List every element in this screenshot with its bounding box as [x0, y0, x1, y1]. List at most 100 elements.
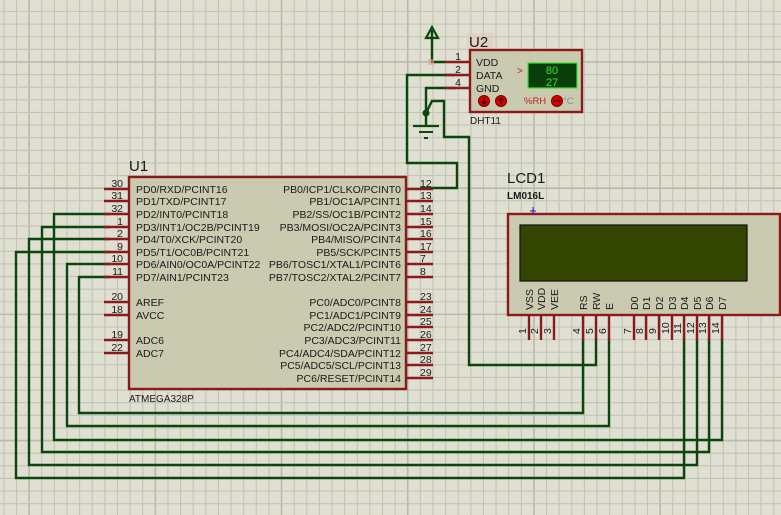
wire-pd4-d5[interactable]: [27, 237, 699, 467]
lcd-pin-9[interactable]: 9D2: [647, 296, 666, 340]
wire-vdd-power[interactable]: [430, 30, 445, 64]
pin-label: D6: [704, 296, 716, 310]
temperature-unit: °C: [563, 96, 574, 107]
pin-label: PB4/MISO/PCINT4: [311, 234, 401, 246]
lcd1-pins: 1VSS2VDD3VEE4RS5RW6E7D08D19D210D311D412D…: [517, 287, 729, 340]
dht-display: [527, 62, 578, 89]
pin-number: 11: [112, 266, 123, 278]
pin-number: 32: [111, 203, 123, 215]
wire-pd2-d7[interactable]: [52, 212, 724, 442]
wire-gnd-rw[interactable]: [424, 99, 598, 367]
pin-number: 3: [542, 328, 554, 334]
wires: [14, 30, 724, 480]
wire-pd3-d6[interactable]: [40, 225, 711, 454]
pin-number: 12: [685, 322, 697, 334]
wire-pd7-rs[interactable]: [77, 275, 585, 415]
pin-number: 2: [529, 328, 541, 334]
lcd1-part-name: LM016L: [507, 191, 544, 202]
increase-button[interactable]: [495, 95, 507, 107]
pin-number: 13: [420, 190, 432, 202]
pin-label: PC4/ADC4/SDA/PCINT12: [279, 348, 401, 360]
lcd-pin-6[interactable]: 6E: [597, 303, 616, 340]
decrease-button[interactable]: [478, 95, 490, 107]
pin-number: 7: [420, 253, 426, 265]
pin-label: PC0/ADC0/PCINT8: [309, 297, 401, 309]
lcd1-reference: LCD1: [507, 170, 545, 187]
lcd-pin-7[interactable]: 7D0: [622, 296, 641, 340]
pin-label: PD4/T0/XCK/PCINT20: [136, 234, 242, 246]
pin-number: 24: [420, 304, 432, 316]
pin-number: 10: [111, 253, 123, 265]
down-arrow-icon: [481, 97, 487, 105]
power-terminal-icon[interactable]: [424, 24, 440, 40]
lcd-pin-4[interactable]: 4RS: [571, 295, 590, 340]
lcd-pin-3[interactable]: 3 VEE: [542, 289, 561, 340]
toggle-unit-button[interactable]: [551, 95, 563, 107]
pin-number: 14: [710, 322, 722, 334]
u1-body[interactable]: [127, 175, 408, 391]
up-arrow-icon: [498, 97, 504, 105]
humidity-value: 80: [546, 65, 558, 77]
pin-label: PC2/ADC2/PCINT10: [304, 322, 402, 334]
wire-pd5-d4[interactable]: [14, 250, 686, 480]
wire-gnd[interactable]: [424, 86, 455, 126]
pin-label: VEE: [549, 289, 561, 310]
pin-number: 4: [455, 77, 461, 89]
pin-label: GND: [476, 83, 500, 95]
wire-data-pb0[interactable]: [405, 73, 459, 190]
lcd-pin-5[interactable]: 5RW: [584, 293, 603, 340]
pin-number: 14: [420, 203, 432, 215]
pin-label: PD6/AIN0/OC0A/PCINT22: [136, 259, 260, 271]
pin-number: 1: [517, 328, 529, 334]
pin-number: 17: [420, 241, 432, 253]
lcd-pin-8[interactable]: 8D1: [634, 296, 653, 340]
terminal-marker: [428, 59, 434, 65]
pin-label: PB7/TOSC2/XTAL2/PCINT7: [269, 272, 401, 284]
pin-label: PB5/SCK/PCINT5: [316, 247, 401, 259]
ground-icon[interactable]: [413, 109, 439, 139]
wire-pd6-e[interactable]: [65, 262, 611, 428]
